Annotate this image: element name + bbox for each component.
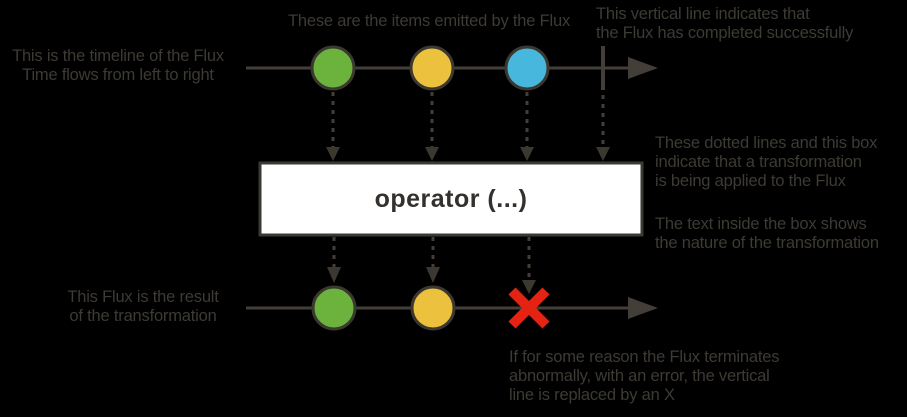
note-box-text: The text inside the box shows the nature… xyxy=(655,215,879,252)
note-completion: This vertical line indicates that the Fl… xyxy=(596,5,854,42)
operator-box xyxy=(258,161,644,237)
note-timeline: This is the timeline of the Flux Time fl… xyxy=(12,47,224,84)
dotted-arrowhead-icon xyxy=(426,267,440,283)
source-marble-blue xyxy=(504,45,550,91)
error-x-icon xyxy=(508,287,550,329)
operator-box-label: operator (...) xyxy=(374,184,528,213)
result-timeline-arrowhead-icon xyxy=(628,297,658,319)
result-marble-yellow xyxy=(410,285,456,331)
dotted-arrowhead-icon xyxy=(522,280,536,294)
source-marble-yellow xyxy=(409,45,455,91)
dotted-arrowhead-icon xyxy=(520,147,534,161)
source-marble-green xyxy=(310,45,356,91)
source-timeline-arrowhead-icon xyxy=(628,57,658,79)
note-error: If for some reason the Flux terminates a… xyxy=(509,348,780,404)
note-result: This Flux is the result of the transform… xyxy=(67,288,219,325)
dotted-arrowhead-icon xyxy=(327,267,341,283)
result-marble-green xyxy=(311,285,357,331)
dotted-arrowhead-icon xyxy=(596,147,610,161)
note-items-emitted: These are the items emitted by the Flux xyxy=(288,12,570,30)
dotted-arrowhead-icon xyxy=(425,147,439,161)
dotted-arrowhead-icon xyxy=(326,147,340,161)
note-transformation: These dotted lines and this box indicate… xyxy=(655,134,878,190)
